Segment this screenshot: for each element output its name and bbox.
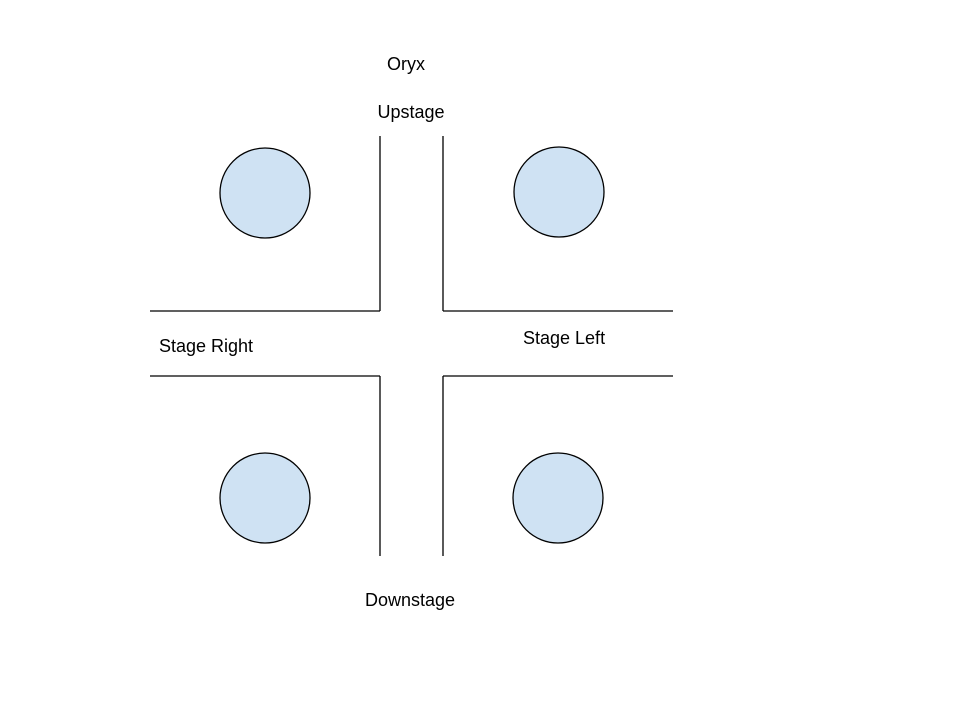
label-stage-left: Stage Left bbox=[523, 328, 605, 348]
circle-bottom-right bbox=[512, 452, 604, 544]
label-downstage: Downstage bbox=[365, 590, 455, 610]
label-upstage: Upstage bbox=[377, 102, 444, 122]
circle-top-right bbox=[513, 146, 605, 238]
stage-circles bbox=[219, 146, 605, 544]
diagram-title: Oryx bbox=[387, 54, 425, 74]
circle-top-left bbox=[219, 147, 311, 239]
circle-bottom-left bbox=[219, 452, 311, 544]
label-stage-right: Stage Right bbox=[159, 336, 253, 356]
stage-walls bbox=[150, 136, 673, 556]
